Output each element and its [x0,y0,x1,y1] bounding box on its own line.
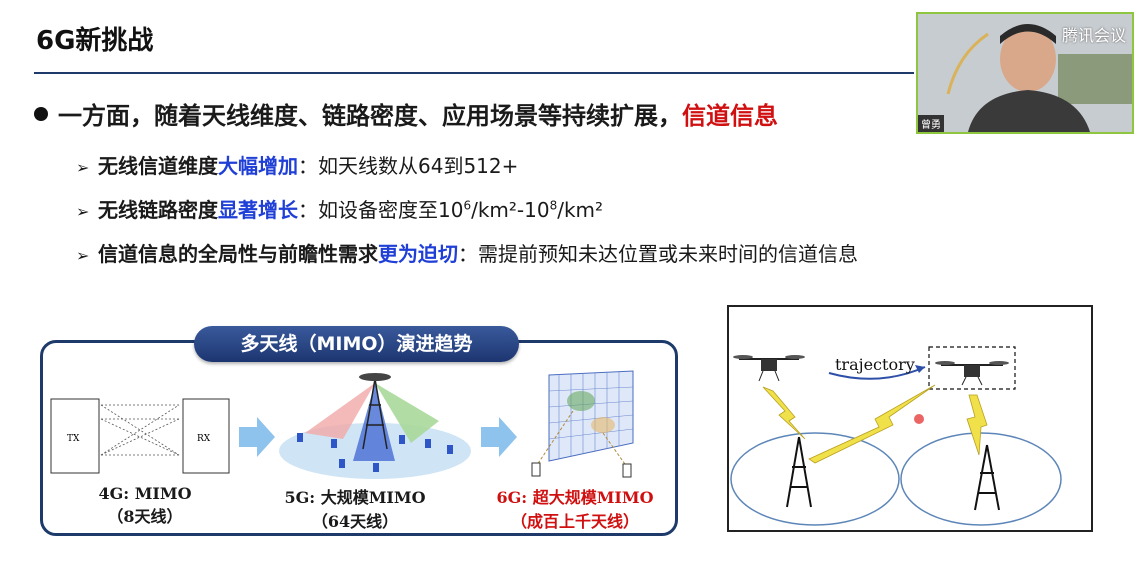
trajectory-arrow-icon [828,366,926,380]
sub-bullet-rest: /km² [557,198,604,222]
trajectory-label: trajectory [835,355,915,374]
mimo-diagram: TX RX [50,370,634,479]
sub-bullet-1: ➢ 无线信道维度大幅增加：如天线数从64到512+ [76,150,518,179]
cell-coverage-right [900,432,1062,526]
sub-bullet-rest: ：如设备密度至10 [298,198,464,222]
caption-4g: 4G: MIMO （8天线） [70,484,220,527]
webcam-video[interactable]: 腾讯会议 曾勇 [916,12,1134,134]
sub-bullet-2: ➢ 无线链路密度显著增长：如设备密度至106/km²-108/km² [76,194,603,223]
tower-icon [786,436,812,508]
rx-label: RX [197,434,211,444]
rx-box [182,398,230,474]
uav-diagram [730,346,1062,526]
sub-bullet-emphasis: 显著增长 [218,198,298,222]
laser-pointer-dot [914,414,924,424]
main-bullet-text: 一方面，随着天线维度、链路密度、应用场景等持续扩展， [58,102,682,130]
caption-6g: 6G: 超大规模MIMO （成百上千天线） [480,484,670,532]
caption-title: 4G: MIMO [98,484,192,503]
title-divider [34,72,914,74]
link-bolt-icon [762,386,806,440]
tx-box [50,398,100,474]
exponent: 6 [463,198,472,213]
sub-bullet-lead: 无线信道维度 [98,154,218,178]
participant-name: 曾勇 [918,115,944,132]
cell-coverage-left [730,432,900,526]
sub-bullet-lead: 无线链路密度 [98,198,218,222]
link-bolt-icon [808,384,936,464]
sub-bullet-emphasis: 更为迫切 [378,242,458,266]
caption-title: 5G: 大规模MIMO [284,488,426,507]
mimo-banner: 多天线（MIMO）演进趋势 [194,326,519,362]
webcam-scene [918,14,1132,132]
main-bullet-highlight: 信道信息 [682,102,778,130]
sub-bullet-rest: ：如天线数从64到512+ [298,154,519,178]
sub-bullet-rest: /km²-10 [471,198,550,222]
tower-icon [974,444,1000,511]
slide-title: 6G新挑战 [36,26,154,56]
drone-icon [733,355,805,382]
caption-subtitle: （8天线） [107,507,183,526]
bullet-dot-icon [34,107,48,121]
caption-subtitle: （64天线） [311,512,399,531]
arrow-bullet-icon: ➢ [76,246,90,265]
tx-label: TX [67,434,80,444]
link-bolt-icon [966,394,988,456]
exponent: 8 [549,198,558,213]
sub-bullet-rest: ：需提前预知未达位置或未来时间的信道信息 [458,242,858,266]
sub-bullet-lead: 信道信息的全局性与前瞻性需求 [98,242,378,266]
caption-5g: 5G: 大规模MIMO （64天线） [265,484,445,532]
caption-title: 6G: 超大规模MIMO [496,488,654,507]
evolution-arrow-icon [239,417,275,457]
future-position-box [928,346,1016,390]
mimo-evolution-panel: TX RX [40,340,678,536]
evolution-arrow-icon [481,417,517,457]
arrow-bullet-icon: ➢ [76,158,90,177]
sub-bullet-emphasis: 大幅增加 [218,154,298,178]
uav-trajectory-panel [727,305,1093,532]
sub-bullet-3: ➢ 信道信息的全局性与前瞻性需求更为迫切：需提前预知未达位置或未来时间的信道信息 [76,238,858,267]
drone-icon [935,361,1009,386]
tencent-meeting-logo: 腾讯会议 [1061,26,1126,45]
caption-subtitle: （成百上千天线） [510,512,639,531]
arrow-bullet-icon: ➢ [76,202,90,221]
main-bullet: 一方面，随着天线维度、链路密度、应用场景等持续扩展，信道信息 [34,96,919,131]
